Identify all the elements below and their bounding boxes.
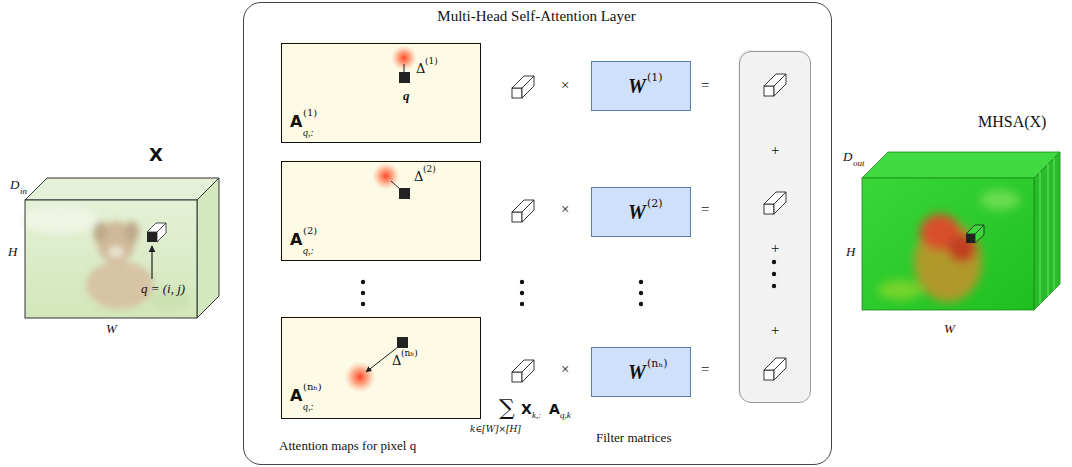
caption-text: Filter matrices [596, 431, 671, 444]
input-cube [20, 178, 219, 318]
layer-title: Multi-Head Self-Attention Layer [244, 9, 829, 24]
vector [764, 358, 786, 380]
map-ground [280, 160, 480, 260]
head-index: (2) [647, 198, 663, 209]
matrix-name: A [290, 114, 302, 130]
matrix-name: A [290, 232, 302, 248]
matrix-name: W [628, 362, 646, 382]
vector [512, 200, 534, 222]
matrix-index: q,: [303, 128, 314, 138]
query-pixel [397, 337, 408, 348]
query-pixel [399, 72, 410, 83]
tensor-name: X [149, 146, 163, 164]
axis-label: W [106, 322, 117, 335]
output-cube [862, 152, 1060, 310]
axis-label: D [843, 150, 852, 163]
offset-name: Δ [392, 354, 401, 367]
tensor-name: MHSA(X) [978, 114, 1046, 130]
matrix-name: A [549, 402, 560, 416]
axis-label: D [10, 178, 19, 191]
times-sign: × [561, 78, 569, 93]
equals-sign: = [701, 202, 709, 217]
offset-arrow [404, 64, 405, 72]
sum-range: k∈[W]×[H] [470, 425, 521, 434]
filter-matrix: W(2) [591, 187, 691, 237]
query-name: q [403, 89, 410, 102]
axis-label: W [944, 322, 955, 335]
vector [764, 192, 786, 214]
matrix-name: A [290, 388, 302, 404]
offset-name: Δ [414, 170, 423, 183]
matrix-index: q,k [560, 411, 571, 420]
offset-name: Δ [416, 62, 425, 75]
ellipsis-dots [361, 260, 776, 306]
axis-label: H [8, 245, 17, 258]
head-index: (2) [303, 226, 317, 236]
axis-subscript: out [853, 159, 865, 168]
map-ground [280, 42, 480, 142]
plus-sign: + [771, 323, 779, 338]
head-index: (1) [647, 72, 663, 83]
vector [512, 360, 534, 382]
head-index: (2) [423, 165, 436, 174]
plus-sign: + [771, 241, 779, 256]
axis-label: H [846, 245, 855, 258]
sum-panel: + + + [739, 51, 811, 403]
attention-blob [344, 361, 376, 393]
vector [512, 76, 534, 98]
head-index: (nₕ) [401, 349, 418, 358]
filter-matrix: W(nₕ) [591, 347, 691, 397]
equals-sign: = [701, 78, 709, 93]
head-index: (1) [425, 57, 438, 66]
filter-matrix: W(1) [591, 61, 691, 111]
times-sign: × [561, 362, 569, 377]
attention-blob [391, 45, 417, 71]
sum-ground [738, 50, 810, 402]
attention-map: A(nₕ)q,:Δ(nₕ) [281, 317, 481, 419]
matrix-index: q,: [303, 402, 314, 412]
caption-text: Attention maps for pixel q [279, 439, 416, 452]
vector [764, 74, 786, 96]
matrix-name: W [628, 76, 646, 96]
times-sign: × [561, 202, 569, 217]
attention-map: A(1)q,:Δ(1)q [281, 43, 481, 143]
attention-map: A(2)q,:Δ(2) [281, 161, 481, 261]
matrix-index: q,: [303, 246, 314, 256]
axis-subscript: in [20, 187, 27, 196]
map-ground [280, 316, 480, 418]
head-index: (1) [303, 108, 317, 118]
pixel-label: q = (i, j) [141, 282, 185, 295]
equals-sign: = [701, 362, 709, 377]
plus-sign: + [771, 143, 779, 158]
attention-blob [372, 162, 400, 190]
matrix-name: W [628, 202, 646, 222]
matrix-name: X [521, 402, 532, 416]
offset-arrow [391, 181, 400, 189]
head-index: (nₕ) [303, 382, 322, 392]
query-pixel [399, 188, 410, 199]
layer-frame: Multi-Head Self-Attention LayerA(1)q,:Δ(… [243, 2, 832, 465]
matrix-index: k,: [532, 411, 541, 420]
head-index: (nₕ) [647, 358, 667, 369]
sum-symbol: ∑ [499, 397, 515, 419]
